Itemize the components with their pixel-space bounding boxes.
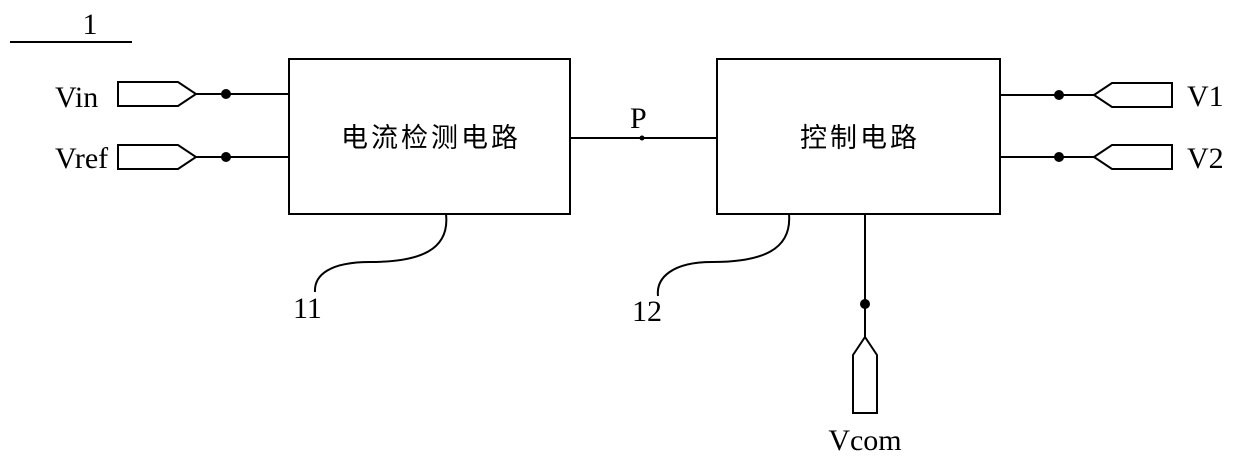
vref-terminal — [118, 145, 196, 169]
vin-label: Vin — [55, 81, 98, 114]
v1-node-dot — [1054, 90, 1064, 100]
p-node-dot — [640, 136, 645, 141]
v2-label: V2 — [1187, 142, 1224, 175]
block-12-ref: 12 — [632, 295, 662, 328]
vin-node-dot — [221, 89, 231, 99]
v1-terminal — [1094, 83, 1172, 107]
v1-label: V1 — [1187, 80, 1224, 113]
vcom-node-dot — [860, 299, 870, 309]
control-label: 控制电路 — [800, 123, 920, 154]
block-11-ref: 11 — [293, 292, 322, 325]
vref-node-dot — [221, 152, 231, 162]
vcom-terminal — [853, 337, 877, 413]
v2-node-dot — [1054, 152, 1064, 162]
v2-terminal — [1094, 145, 1172, 169]
vref-label: Vref — [55, 142, 108, 175]
p-label: P — [630, 102, 647, 135]
figure-number: 1 — [83, 8, 98, 41]
vin-terminal — [118, 82, 196, 106]
vcom-label: Vcom — [828, 424, 901, 457]
block-11-leader-line — [315, 214, 446, 292]
current-detection-label: 电流检测电路 — [341, 123, 521, 154]
block-12-leader-line — [658, 214, 789, 296]
